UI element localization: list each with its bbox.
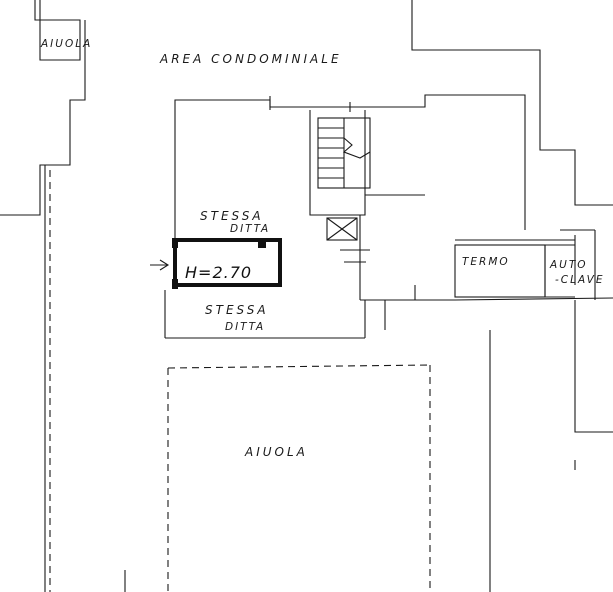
label-autoclave-2: -CLAVE (555, 274, 604, 286)
label-termo: TERMO (462, 256, 510, 268)
central-walls (164, 94, 613, 339)
right-building-outline (411, 0, 613, 206)
label-autoclave-1: AUTO (549, 259, 588, 271)
label-aiuola-top: AIUOLA (40, 38, 92, 50)
service-rooms (454, 229, 613, 433)
label-stessa-ditta-bottom: STESSA (205, 303, 269, 317)
label-stessa-ditta-top: STESSA (200, 209, 264, 223)
left-building-outline (0, 0, 126, 592)
label-aiuola-main: AIUOLA (244, 445, 308, 459)
unit-outline (150, 238, 282, 289)
staircase (317, 117, 371, 263)
garden-area (167, 330, 576, 592)
label-ditta-bottom: DITTA (225, 321, 265, 333)
label-area-condominiale: AREA CONDOMINIALE (159, 52, 342, 66)
label-height: H=2.70 (185, 263, 252, 282)
label-ditta-top: DITTA (230, 223, 270, 235)
